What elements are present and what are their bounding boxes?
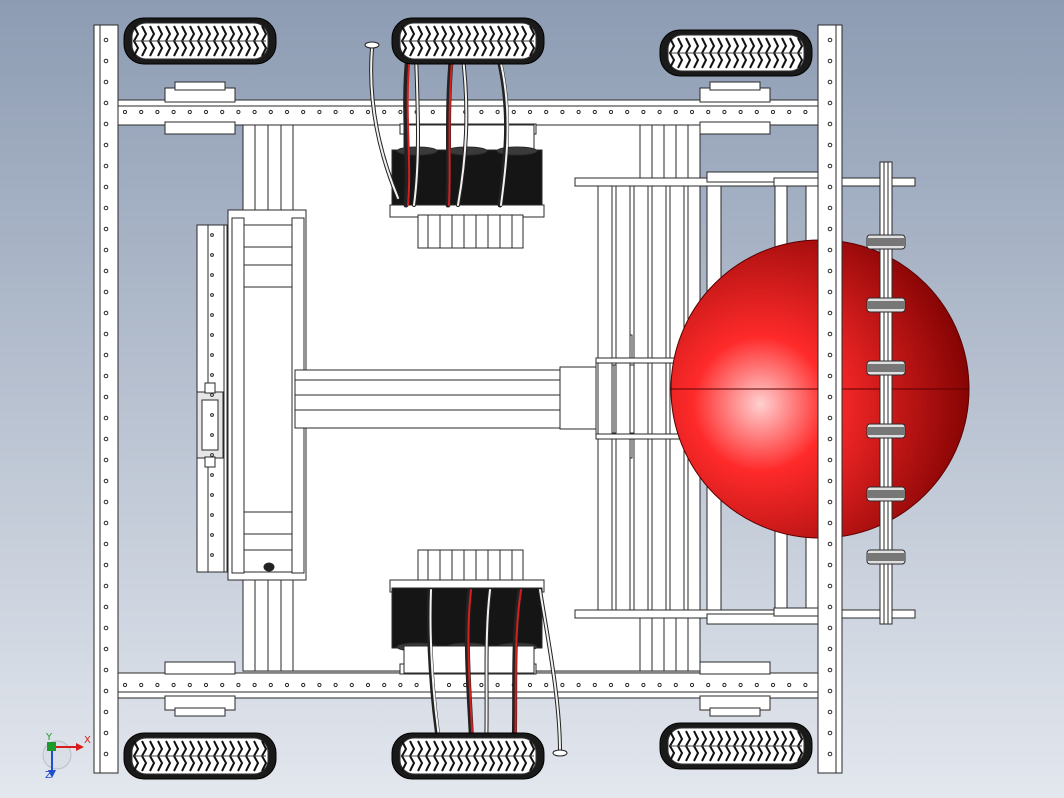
intake-roller	[866, 234, 906, 250]
wheel-front-right	[659, 29, 813, 77]
intake-roller	[866, 549, 906, 565]
intake-rollers	[866, 234, 906, 565]
intake-roller	[866, 360, 906, 376]
top-motor-block	[389, 124, 545, 249]
wheel-front-middle	[391, 17, 545, 65]
intake-roller	[866, 486, 906, 502]
y-axis-label: Y	[46, 732, 53, 743]
wheel-rear-left	[123, 732, 277, 780]
intake-roller	[866, 297, 906, 313]
rail-holes	[103, 37, 833, 757]
x-axis-label: X	[84, 735, 91, 746]
wheel-rear-right	[659, 722, 813, 770]
motor-wires	[364, 41, 568, 757]
intake-roller	[866, 423, 906, 439]
wheel-front-left	[123, 17, 277, 65]
wheel-rear-middle	[391, 732, 545, 780]
axis-triad	[42, 740, 84, 778]
wheels	[123, 17, 813, 780]
z-axis-label: Z	[45, 770, 52, 781]
